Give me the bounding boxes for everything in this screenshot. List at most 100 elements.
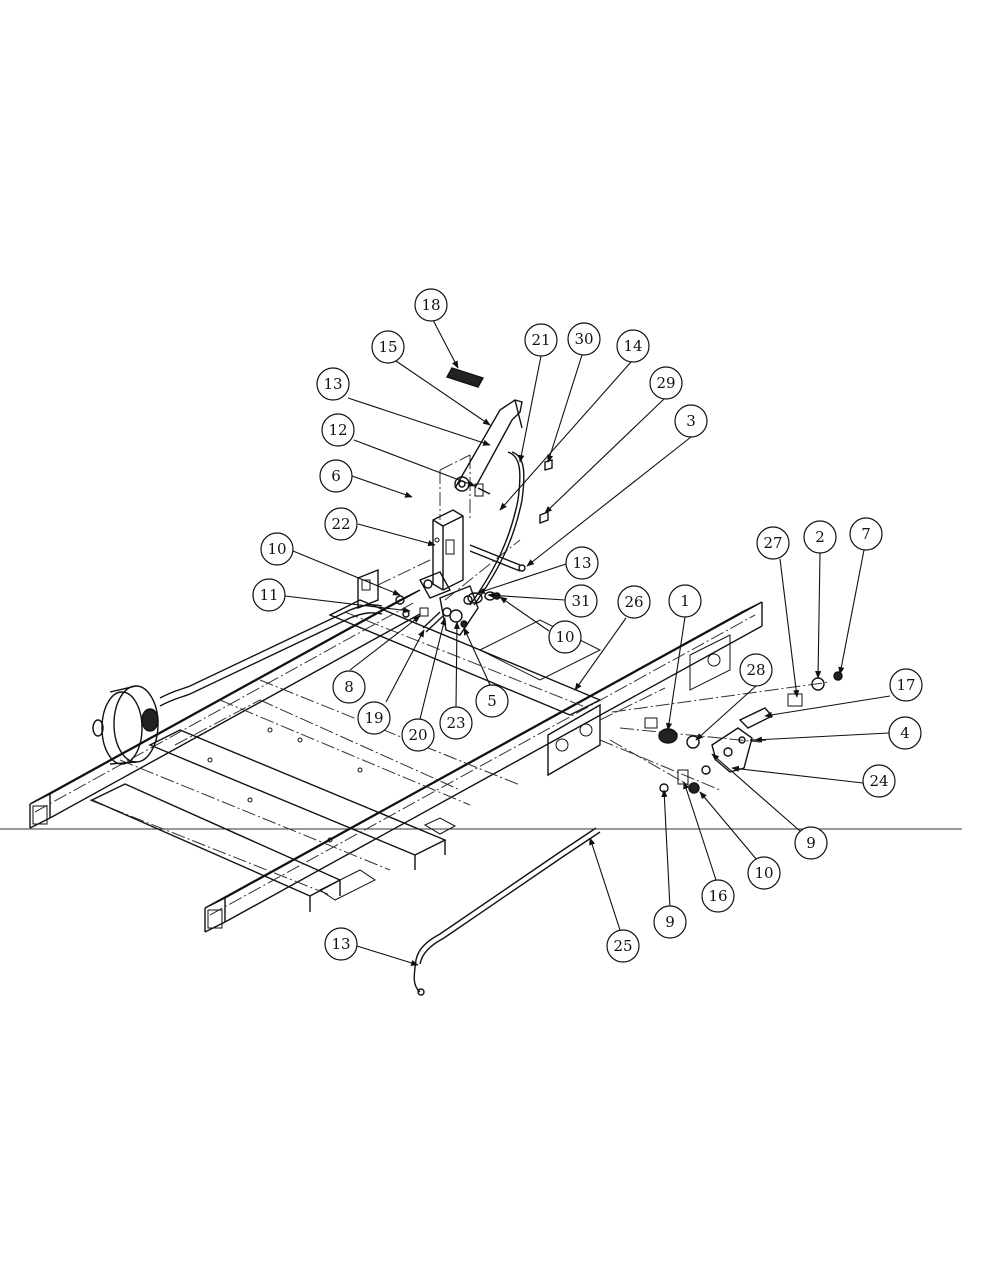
leader-28 [695,685,757,741]
callout-25[interactable]: 25 [606,929,640,963]
callout-3[interactable]: 3 [674,404,708,438]
callout-17[interactable]: 17 [889,668,923,702]
control-cable-upper [469,451,525,606]
svg-text:31: 31 [571,592,590,610]
callout-8[interactable]: 8 [332,670,366,704]
svg-text:11: 11 [259,586,278,604]
callout-15[interactable]: 15 [371,330,405,364]
leader-20 [419,617,447,720]
leader-15 [395,360,491,426]
leader-8 [349,615,421,671]
callout-13-lower[interactable]: 13 [324,927,358,961]
leader-13-mid [477,563,567,594]
leader-19 [385,629,425,703]
callout-23[interactable]: 23 [439,706,473,740]
callout-29[interactable]: 29 [649,366,683,400]
leader-10-mid [499,596,550,632]
svg-text:10: 10 [555,628,574,646]
callout-10-left[interactable]: 10 [260,532,294,566]
callout-1[interactable]: 1 [668,584,702,618]
wheel-hub [92,685,159,765]
leader-10-left [292,550,401,596]
callout-13-upper[interactable]: 13 [316,367,350,401]
svg-text:3: 3 [686,412,696,430]
svg-text:20: 20 [408,726,427,744]
control-cable-lower [413,827,601,996]
leader-16 [683,781,717,881]
callout-9-lower[interactable]: 9 [653,905,687,939]
callout-27[interactable]: 27 [756,526,790,560]
svg-text:13: 13 [331,935,350,953]
svg-text:6: 6 [331,467,341,485]
leader-14 [499,361,632,511]
callout-4[interactable]: 4 [888,716,922,750]
leader-1 [665,616,686,731]
callout-5[interactable]: 5 [475,684,509,718]
svg-text:14: 14 [623,337,642,355]
left-frame-rail [29,589,421,829]
callout-12[interactable]: 12 [321,413,355,447]
svg-text:21: 21 [531,331,550,349]
svg-text:7: 7 [861,525,871,543]
callout-6[interactable]: 6 [319,459,353,493]
svg-text:25: 25 [613,937,632,955]
deck-plate [174,699,461,901]
leader-13-lower [356,945,419,966]
callout-21[interactable]: 21 [524,323,558,357]
svg-text:17: 17 [896,676,915,694]
leader-23 [453,621,460,708]
left-linkage-rod [159,604,383,707]
svg-text:30: 30 [574,330,593,348]
leader-31 [487,592,566,601]
callout-18[interactable]: 18 [414,288,448,322]
leader-10-lower [699,791,758,861]
svg-text:2: 2 [815,528,825,546]
leader-24 [731,765,864,784]
callout-20[interactable]: 20 [401,718,435,752]
callout-26[interactable]: 26 [617,585,651,619]
callout-11[interactable]: 11 [252,578,286,612]
callout-16[interactable]: 16 [701,879,735,913]
leader-7 [838,549,865,675]
callout-28[interactable]: 28 [739,653,773,687]
callout-30[interactable]: 30 [567,322,601,356]
callout-24[interactable]: 24 [862,764,896,798]
leader-17 [764,695,891,718]
callout-10-lower[interactable]: 10 [747,856,781,890]
leader-22 [357,523,436,547]
leader-11 [284,595,411,614]
callout-13-mid[interactable]: 13 [565,546,599,580]
callout-19[interactable]: 19 [357,701,391,735]
callout-10-mid[interactable]: 10 [548,620,582,654]
svg-text:16: 16 [708,887,727,905]
svg-text:13: 13 [572,554,591,572]
svg-text:8: 8 [344,678,354,696]
leader-3 [526,436,692,567]
svg-text:28: 28 [746,661,765,679]
leader-29 [544,398,665,514]
leader-lines [284,319,891,966]
callout-7[interactable]: 7 [849,517,883,551]
callout-14[interactable]: 14 [616,329,650,363]
callout-31[interactable]: 31 [564,584,598,618]
leader-6 [351,475,413,498]
callout-22[interactable]: 22 [324,507,358,541]
svg-text:27: 27 [763,534,782,552]
leader-25 [589,837,621,931]
callout-2[interactable]: 2 [803,520,837,554]
frame-cross-members [89,599,602,912]
svg-text:9: 9 [806,834,816,852]
svg-text:24: 24 [869,772,888,790]
pivot-bracket-right [547,634,731,791]
svg-text:19: 19 [364,709,383,727]
svg-text:10: 10 [754,864,773,882]
svg-text:10: 10 [267,540,286,558]
leader-12 [353,439,476,487]
leader-2 [815,552,822,679]
svg-text:1: 1 [680,592,690,610]
svg-text:5: 5 [487,692,497,710]
pedal-arm [445,367,523,492]
leader-27 [779,558,800,698]
callout-9-right[interactable]: 9 [794,826,828,860]
